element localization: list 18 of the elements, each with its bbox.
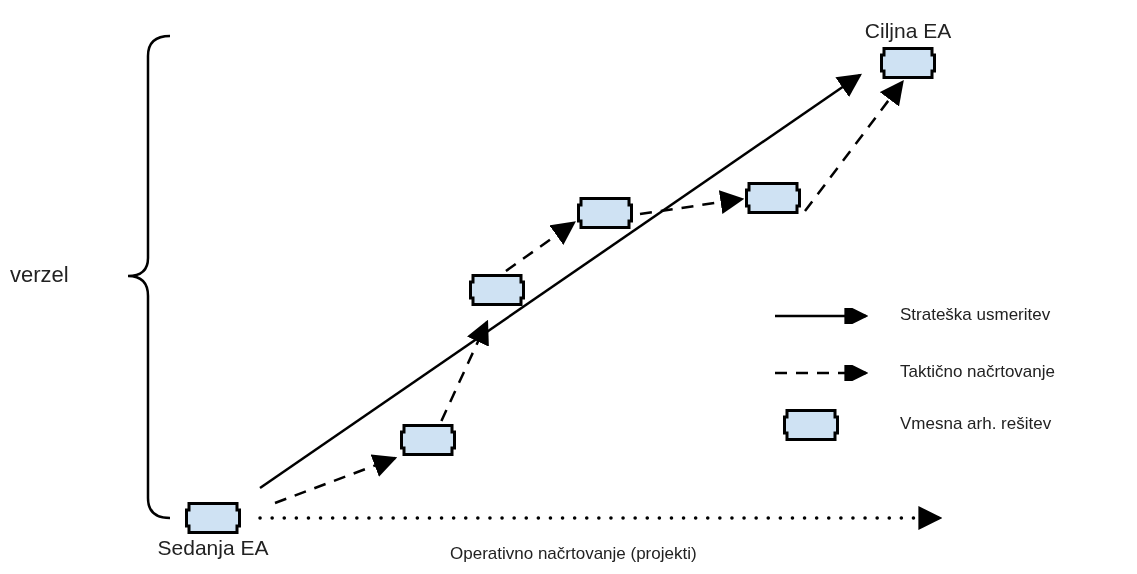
arrow bbox=[258, 506, 943, 530]
connector-arrow bbox=[639, 190, 745, 216]
connector-arrow bbox=[440, 319, 489, 422]
brace-label: verzel bbox=[10, 262, 69, 288]
connector-arrow bbox=[505, 221, 576, 272]
axis-caption: Operativno načrtovanje (projekti) bbox=[450, 544, 697, 564]
legend-text: Strateška usmeritev bbox=[900, 305, 1051, 325]
interim-solution-node bbox=[745, 182, 801, 214]
interim-solution-node bbox=[469, 274, 525, 306]
connector-arrow bbox=[804, 80, 904, 212]
node-label: Ciljna EA bbox=[863, 19, 953, 43]
connector-arrow bbox=[259, 73, 862, 490]
interim-solution-node bbox=[577, 197, 633, 229]
connector-arrow bbox=[274, 454, 398, 505]
legend-text: Taktično načrtovanje bbox=[900, 362, 1055, 382]
legend-text: Vmesna arh. rešitev bbox=[900, 414, 1052, 434]
node-label: Sedanja EA bbox=[156, 536, 270, 560]
interim-solution-node bbox=[400, 424, 456, 456]
